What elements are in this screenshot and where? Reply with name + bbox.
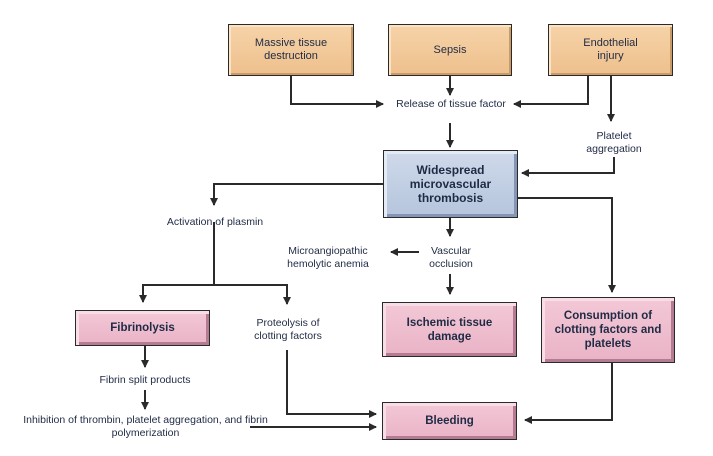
outcome-fibrinolysis: Fibrinolysis	[75, 310, 210, 346]
outcome-consumption-of-clotting-factors: Consumption of clotting factors and plat…	[541, 297, 675, 363]
arrow-endothelial-to-release	[513, 75, 589, 108]
label-inhibition-of-thrombin: Inhibition of thrombin, platelet aggrega…	[23, 414, 268, 439]
outcome-fibrinolysis-label: Fibrinolysis	[110, 322, 175, 334]
label-microangiopathic-hemolytic-anemia: Microangiopathic hemolytic anemia	[287, 245, 369, 270]
label-fibrin-split-products: Fibrin split products	[99, 374, 191, 386]
label-activation-of-plasmin: Activation of plasmin	[166, 216, 264, 228]
arrow-proteolysis-to-bleeding	[286, 350, 377, 418]
arrow-platelet-to-center	[521, 157, 615, 177]
arrow-consumption-to-bleeding	[524, 362, 613, 424]
outcome-consumption-label: Consumption of clotting factors and plat…	[554, 310, 662, 350]
outcome-bleeding-label: Bleeding	[425, 415, 474, 427]
cause-sepsis: Sepsis	[388, 24, 512, 76]
cause-endothelial-label: Endothelial injury	[583, 37, 638, 62]
center-widespread-microvascular-thrombosis: Widespread microvascular thrombosis	[383, 150, 518, 218]
arrow-plasmin-to-fibrinolysis	[139, 222, 215, 303]
arrow-massive-to-release	[290, 75, 384, 108]
label-proteolysis-of-clotting-factors: Proteolysis of clotting factors	[254, 317, 322, 342]
cause-sepsis-label: Sepsis	[433, 43, 467, 56]
arrow-center-to-plasmin	[210, 183, 383, 206]
arrow-plasmin-to-proteolysis	[214, 284, 291, 305]
label-platelet-aggregation: Platelet aggregation	[586, 130, 642, 155]
center-label: Widespread microvascular thrombosis	[409, 163, 492, 205]
label-vascular-occlusion: Vascular occlusion	[429, 245, 473, 270]
outcome-ischemic-label: Ischemic tissue damage	[406, 316, 493, 343]
cause-massive-tissue-label: Massive tissue destruction	[254, 37, 328, 62]
label-release-of-tissue-factor: Release of tissue factor	[396, 98, 506, 110]
outcome-bleeding: Bleeding	[382, 402, 517, 440]
cause-massive-tissue-destruction: Massive tissue destruction	[228, 24, 354, 76]
arrow-center-to-consumption	[517, 197, 616, 293]
cause-endothelial-injury: Endothelial injury	[548, 24, 673, 76]
outcome-ischemic-tissue-damage: Ischemic tissue damage	[382, 302, 517, 357]
